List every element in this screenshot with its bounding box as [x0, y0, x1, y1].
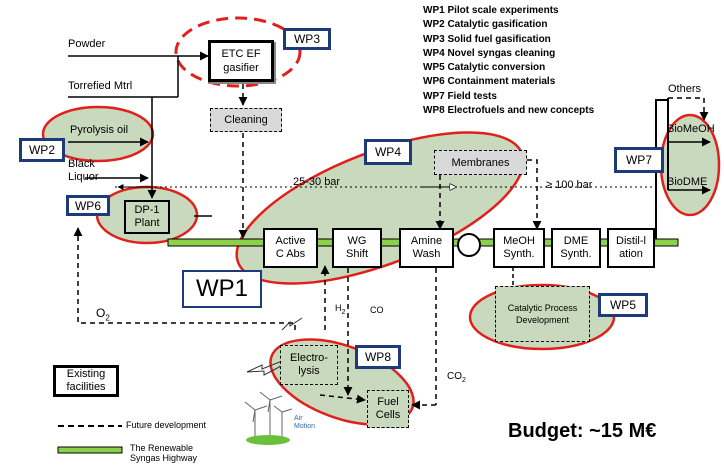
dme-synth-box: DME Synth. [551, 228, 601, 268]
active-c-box: Active C Abs [263, 228, 318, 268]
amine-wash-label: Amine Wash [410, 235, 443, 260]
torrefied-label: Torrefied Mtrl [68, 80, 133, 92]
others-arrow [668, 97, 709, 121]
catalytic-dev-label: Catalytic Process Development [507, 303, 578, 325]
electrolysis-box: Electro-lysis [280, 345, 338, 385]
wp-legend-item: WP4 Novel syngas cleaning [423, 47, 556, 59]
grass-icon [246, 435, 290, 445]
o2-label: O2 [96, 306, 110, 322]
etc-ef-gasifier-box: ETC EF gasifier [208, 40, 274, 82]
o2-loop [73, 227, 296, 330]
wp3-ellipse [174, 16, 302, 88]
wp-legend-item: WP2 Catalytic gasification [423, 19, 548, 31]
wp2-ellipse [41, 105, 155, 163]
others-label: Others [668, 83, 702, 95]
pyrolysis-label: Pyrolysis oil [70, 124, 129, 136]
wp-legend-item: WP1 Pilot scale experiments [423, 5, 559, 16]
cleaning-box: Cleaning [210, 108, 282, 132]
dme-synth-label: DME Synth. [560, 235, 592, 260]
powder-label: Powder [68, 38, 106, 50]
etc-ef-gasifier-label: ETC EF gasifier [221, 48, 261, 74]
wg-shift-label: WG Shift [345, 235, 368, 260]
h2-label: H2 [335, 303, 345, 316]
h2-sub: 2 [341, 308, 346, 316]
distillation-label: Distil-lation [616, 235, 646, 260]
power-arrow-icon-2 [281, 317, 303, 331]
fuel-cells-box: Fuel Cells [367, 390, 409, 428]
wp8-tag: WP8 [355, 345, 401, 369]
membranes-to-meoh [527, 159, 542, 230]
wg-shift-box: WG Shift [332, 228, 382, 268]
cleaning-label: Cleaning [224, 114, 268, 126]
o2-text: O [96, 306, 106, 320]
wp5-tag: WP5 [598, 293, 648, 317]
co2-sub: 2 [462, 377, 466, 384]
distillation-box: Distil-lation [607, 228, 655, 268]
wp7-tag: WP7 [614, 147, 664, 173]
black-liquor-label: Black Liquor [68, 158, 99, 183]
wp3-tag: WP3 [283, 28, 331, 50]
membranes-box: Membranes [434, 150, 527, 175]
biomeoh-label: BioMeOH [667, 123, 715, 135]
wp-legend-item: WP5 Catalytic conversion [423, 62, 546, 74]
wp4-tag: WP4 [364, 139, 412, 165]
amine-wash-box: Amine Wash [399, 228, 454, 268]
wp2-tag: WP2 [19, 138, 65, 162]
wp1-tag: WP1 [182, 270, 262, 308]
membranes-label: Membranes [451, 156, 510, 169]
wp6-tag: WP6 [66, 195, 110, 216]
wp-legend-item: WP3 Solid fuel gasification [423, 33, 551, 45]
meoh-synth-box: MeOH Synth. [493, 228, 545, 268]
existing-facilities-legend: Existing facilities [53, 365, 119, 397]
meoh-synth-label: MeOH Synth. [503, 235, 535, 260]
wp-legend-list: WP1 Pilot scale experiments WP2 Catalyti… [423, 4, 594, 118]
compressor-icon [457, 233, 481, 257]
wind-turbine-icon [244, 391, 293, 440]
renewable-highway-label: The Renewable Syngas Highway [130, 443, 198, 463]
dp1-plant-label: DP-1 Plant [134, 204, 160, 229]
dp1-plant-box: DP-1 Plant [124, 200, 170, 234]
wp-legend-item: WP6 Containment materials [423, 76, 556, 88]
wind-logo-text: Air Motion [294, 415, 316, 430]
budget-text: Budget: ~15 M€ [508, 420, 657, 442]
pressure-high-label: ≥ 100 bar [546, 179, 593, 191]
h2-text: H [335, 303, 342, 313]
active-c-label: Active C Abs [275, 235, 306, 260]
elec-to-cells [319, 394, 366, 404]
pressure-low-label: 25-30 bar [293, 176, 341, 188]
co-label: CO [370, 305, 384, 315]
wp4-ellipse [235, 131, 525, 285]
distil-to-products [655, 99, 668, 239]
co2-text: CO [447, 371, 462, 382]
o2-sub: 2 [105, 313, 110, 323]
electrolysis-label: Electro-lysis [290, 352, 328, 377]
fuel-cells-label: Fuel Cells [375, 396, 401, 421]
wp-legend-item: WP7 Field tests [423, 90, 497, 102]
catalytic-dev-box: Catalytic Process Development [495, 286, 590, 342]
wp-legend-item: WP8 Electrofuels and new concepts [423, 105, 595, 117]
existing-facilities-label: Existing facilities [66, 368, 106, 393]
legend-highway-line [57, 446, 123, 454]
biodme-label: BioDME [667, 176, 708, 188]
co2-label: CO2 [447, 371, 466, 384]
future-development-label: Future development [126, 420, 207, 430]
